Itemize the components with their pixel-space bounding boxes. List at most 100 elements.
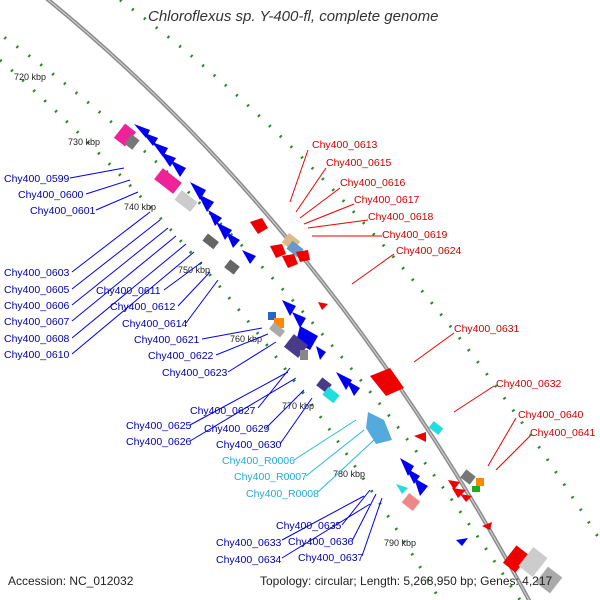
gene-feature — [282, 300, 296, 316]
scale-label: 750 kbp — [178, 265, 210, 275]
label-line — [189, 371, 289, 426]
scale-label: 760 kbp — [230, 334, 262, 344]
gene-label[interactable]: Chy400_0626 — [126, 436, 192, 448]
label-line — [71, 235, 177, 322]
gene-label[interactable]: Chy400_0622 — [148, 350, 214, 362]
gene-label[interactable]: Chy400_0617 — [354, 194, 420, 206]
gene-label[interactable]: Chy400_0608 — [4, 333, 70, 345]
gene-feature — [336, 372, 352, 390]
label-line — [71, 251, 195, 355]
gene-feature — [282, 254, 298, 268]
gene-label[interactable]: Chy400_0629 — [204, 423, 270, 435]
gene-label[interactable]: Chy400_0619 — [382, 229, 448, 241]
gene-label[interactable]: Chy400_0631 — [454, 323, 520, 335]
gene-label[interactable]: Chy400_0606 — [4, 300, 70, 312]
gene-label[interactable]: Chy400_0623 — [162, 367, 228, 379]
label-line — [201, 327, 263, 340]
label-line — [265, 389, 305, 429]
gene-feature — [152, 142, 168, 157]
gene-label[interactable]: Chy400_0635 — [276, 520, 342, 532]
right-label-lines — [289, 149, 531, 471]
gene-label[interactable]: Chy400_0618 — [368, 211, 434, 223]
label-line — [413, 332, 455, 363]
gene-feature — [401, 492, 421, 512]
label-line — [351, 493, 377, 542]
scale-labels: 720 kbp 730 kbp 740 kbp 750 kbp 760 kbp … — [14, 72, 416, 548]
left-gene-labels: Chy400_0599 Chy400_0600 Chy400_0601 Chy4… — [4, 173, 364, 566]
gene-feature — [518, 547, 548, 577]
label-line — [257, 367, 291, 409]
gene-feature — [190, 182, 206, 200]
right-gene-labels: Chy400_0613 Chy400_0615 Chy400_0616 Chy4… — [312, 139, 596, 439]
accession-text: Accession: NC_012032 — [8, 574, 134, 588]
page-title: Chloroflexus sp. Y-400-fl, complete geno… — [148, 8, 439, 25]
gene-feature — [124, 134, 140, 150]
gene-label[interactable]: Chy400_0634 — [216, 554, 282, 566]
gene-label[interactable]: Chy400_0607 — [4, 316, 70, 328]
label-line — [487, 417, 517, 467]
gene-feature — [154, 168, 182, 194]
gene-label[interactable]: Chy400_0614 — [122, 318, 188, 330]
gene-label[interactable]: Chy400_0637 — [298, 552, 364, 564]
gene-label[interactable]: Chy400_0599 — [4, 173, 70, 185]
gene-feature — [460, 469, 476, 485]
gene-feature — [208, 210, 222, 226]
gene-label[interactable]: Chy400_0640 — [518, 409, 584, 421]
rna-label[interactable]: Chy400_R0008 — [246, 488, 319, 500]
gene-feature — [170, 160, 186, 177]
gene-feature — [113, 123, 137, 147]
gene-feature — [316, 346, 326, 360]
gene-label[interactable]: Chy400_0603 — [4, 267, 70, 279]
gene-feature — [202, 233, 219, 250]
gene-label[interactable]: Chy400_0627 — [190, 405, 256, 417]
label-line — [279, 397, 313, 445]
gene-feature — [300, 350, 308, 360]
gene-feature — [250, 218, 268, 234]
gene-feature — [414, 478, 428, 496]
label-line — [495, 435, 531, 471]
gene-feature — [448, 480, 460, 490]
gene-feature — [269, 322, 285, 338]
rna-label-lines — [293, 419, 375, 493]
label-line — [163, 261, 203, 291]
gene-feature — [142, 132, 158, 146]
label-line — [95, 191, 139, 211]
gene-label[interactable]: Chy400_0633 — [216, 537, 282, 549]
rna-label[interactable]: Chy400_R0007 — [234, 471, 307, 483]
scale-label: 770 kbp — [282, 401, 314, 411]
gene-label[interactable]: Chy400_0615 — [326, 157, 392, 169]
gene-label[interactable]: Chy400_0611 — [96, 285, 161, 297]
gene-label[interactable]: Chy400_0641 — [530, 427, 596, 439]
label-line — [453, 385, 495, 413]
gene-label[interactable]: Chy400_0601 — [30, 205, 96, 217]
rna-label[interactable]: Chy400_R0006 — [222, 455, 295, 467]
gene-feature — [472, 486, 480, 492]
gene-feature — [242, 250, 256, 264]
gene-label[interactable]: Chy400_0632 — [496, 378, 562, 390]
label-line — [361, 497, 383, 557]
gene-label[interactable]: Chy400_0636 — [288, 536, 354, 548]
gene-label[interactable]: Chy400_0630 — [216, 439, 282, 451]
scale-label: 790 kbp — [384, 538, 416, 548]
gene-feature — [370, 368, 404, 396]
gene-label[interactable]: Chy400_0625 — [126, 420, 192, 432]
gene-label[interactable]: Chy400_0612 — [110, 301, 176, 313]
gene-feature — [274, 318, 284, 328]
gene-feature — [292, 312, 306, 328]
scale-label: 740 kbp — [124, 202, 156, 212]
left-label-lines — [69, 167, 383, 559]
gene-label[interactable]: Chy400_0621 — [134, 334, 200, 346]
label-line — [307, 219, 369, 229]
label-line — [189, 377, 297, 442]
gene-label[interactable]: Chy400_0610 — [4, 349, 70, 361]
gene-feature — [428, 421, 444, 435]
gene-label[interactable]: Chy400_0624 — [396, 245, 462, 257]
gene-feature — [270, 244, 286, 258]
tick-track-inner — [0, 32, 522, 600]
gene-label[interactable]: Chy400_0605 — [4, 284, 70, 296]
gene-label[interactable]: Chy400_0600 — [18, 189, 84, 201]
gene-label[interactable]: Chy400_0613 — [312, 139, 378, 151]
gene-label[interactable]: Chy400_0616 — [340, 177, 406, 189]
